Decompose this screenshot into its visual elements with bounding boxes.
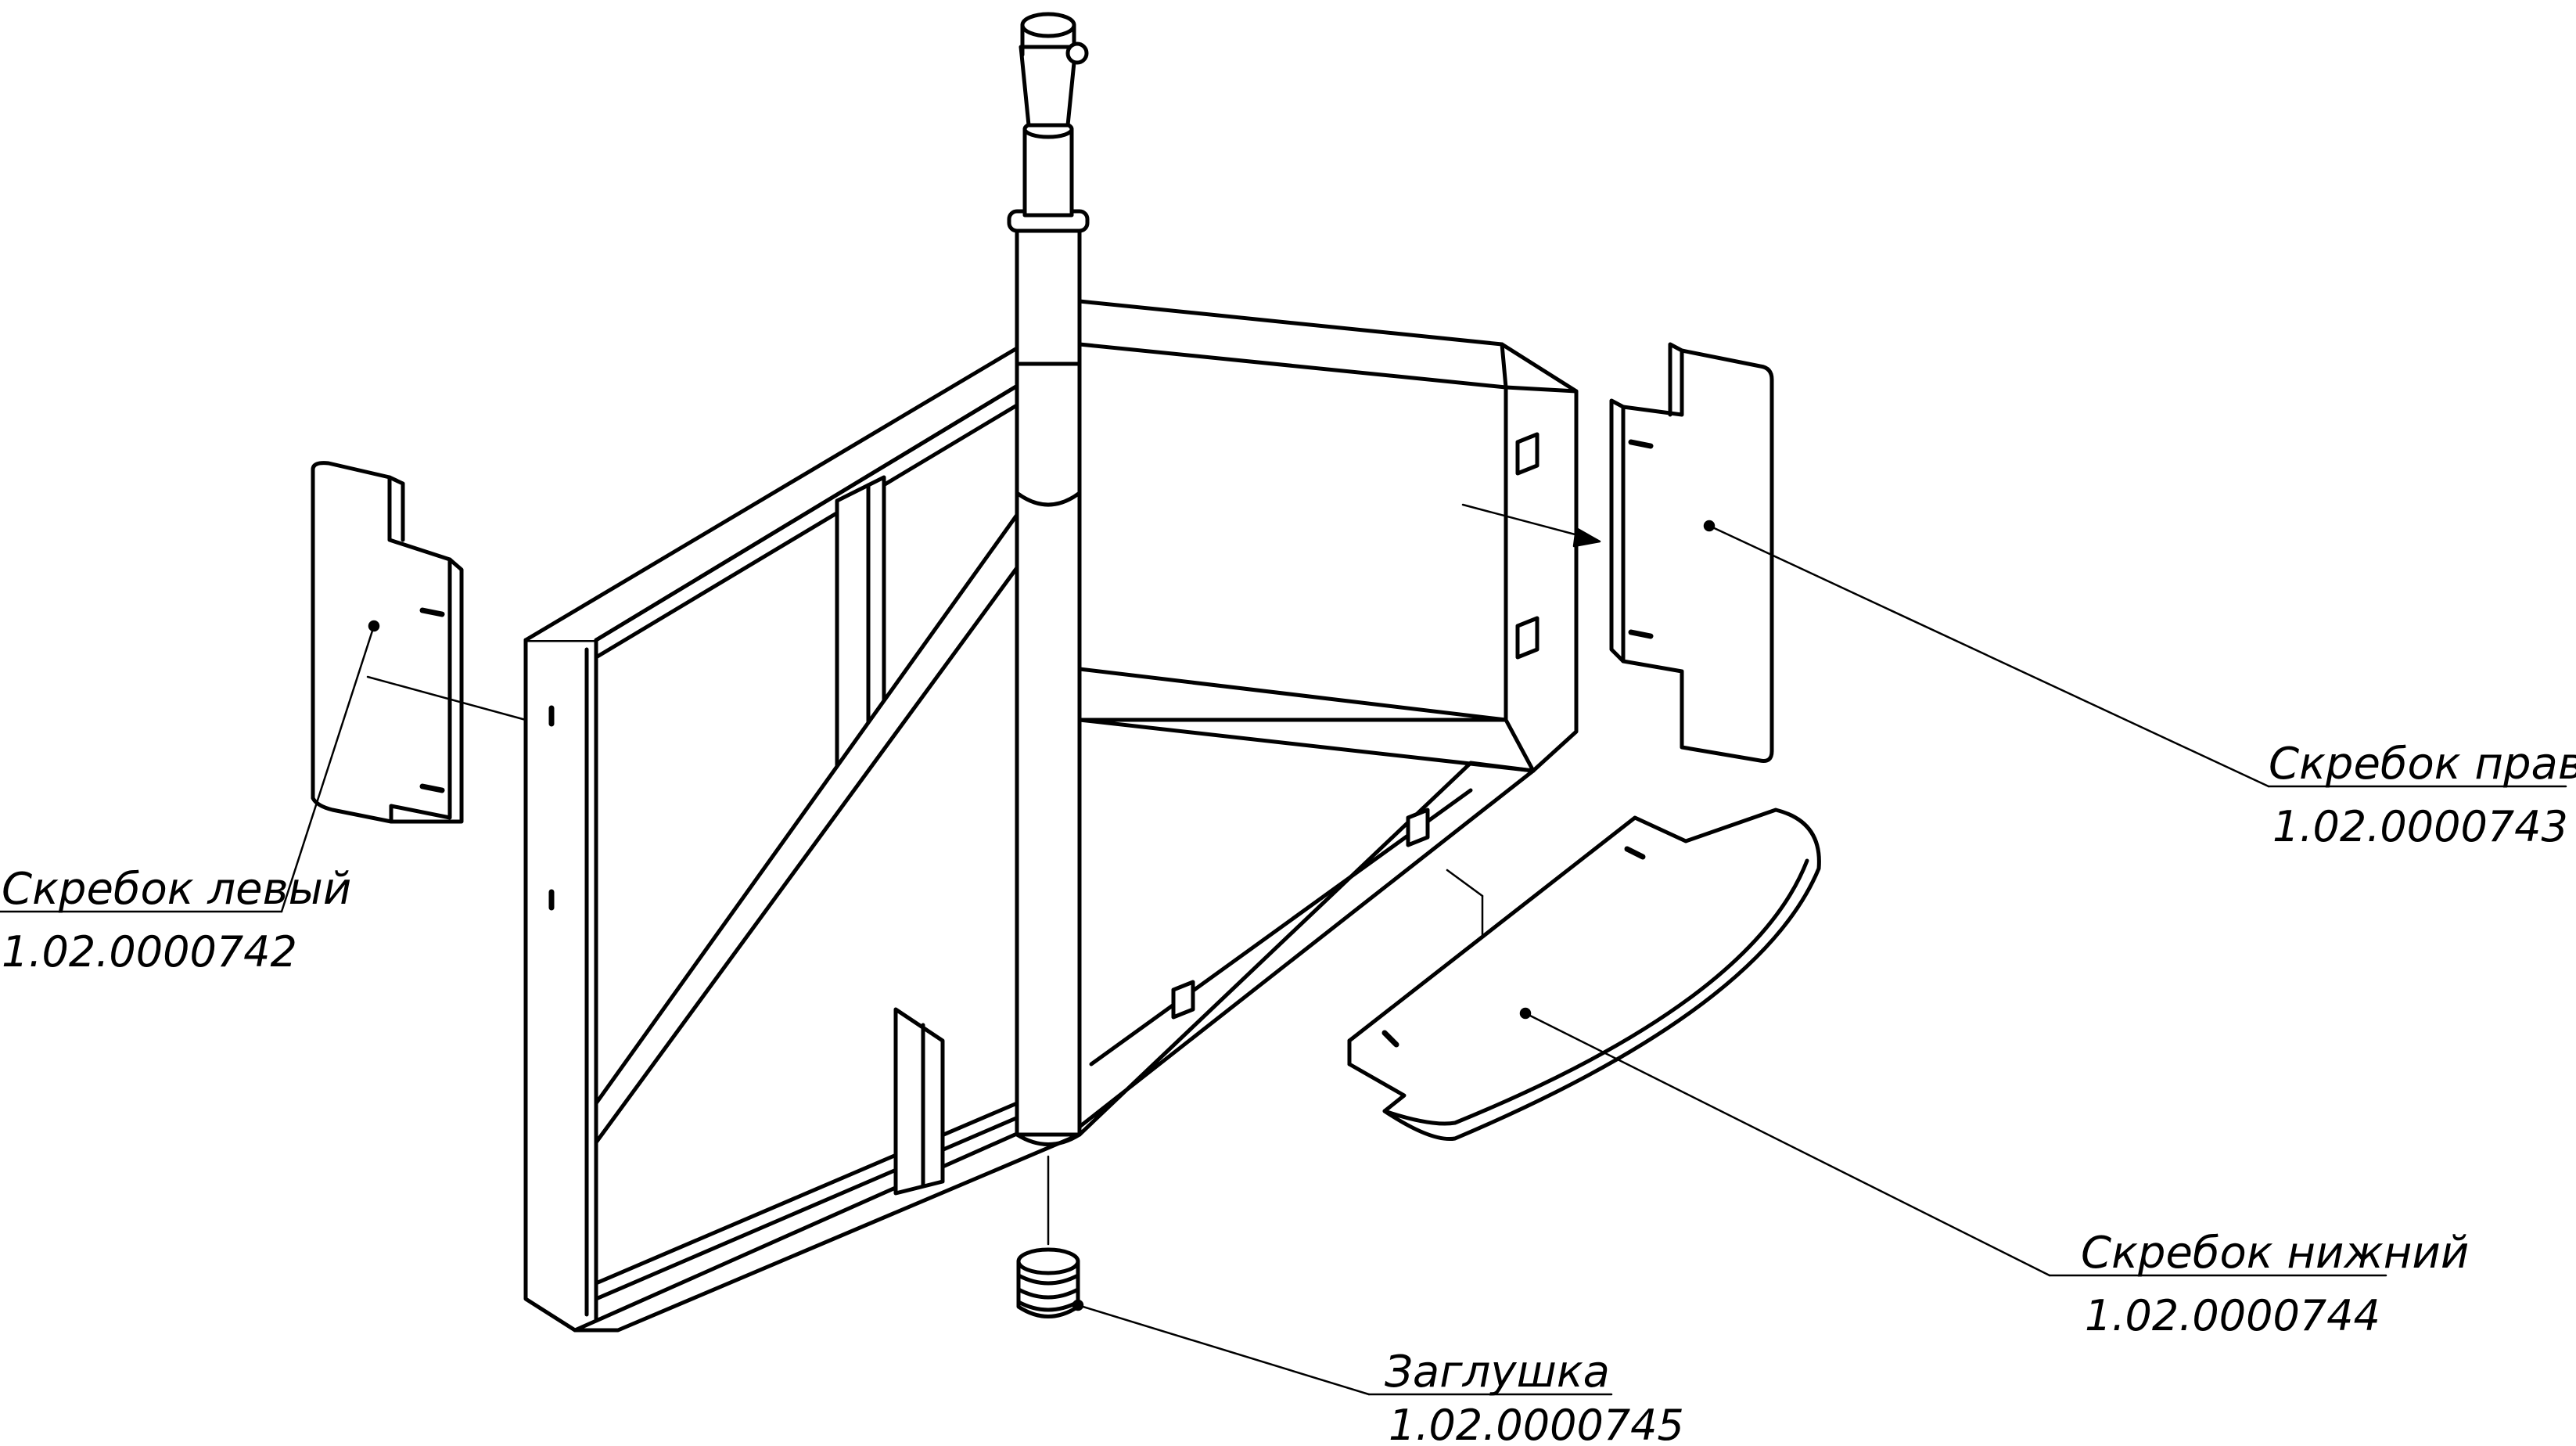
frame-bottom-bar <box>573 1124 1082 1333</box>
lower-wing-tab <box>1406 808 1430 847</box>
lower-wing <box>1077 761 1536 1137</box>
callout-left-label: Скребок левый <box>2 864 351 915</box>
shaft-neck <box>1022 127 1074 218</box>
frame-lower-stiffener <box>893 1007 945 1196</box>
wing-top-edge <box>1077 299 1579 773</box>
lower-wing-tab <box>1171 980 1195 1020</box>
callout-right: Скребок правый 1.02.0000743 <box>2269 739 2576 851</box>
callout-bottom-code: 1.02.0000744 <box>2085 1291 2380 1340</box>
scraper-right-plate <box>1621 348 1774 763</box>
scraper-left-plate <box>311 461 452 824</box>
shaft-upper <box>1015 228 1082 366</box>
callout-plug: Заглушка 1.02.0000745 <box>1385 1347 1684 1446</box>
main-frame <box>523 346 1082 1333</box>
scraper-bottom-part <box>1347 808 1821 1142</box>
scraper-bottom-plate <box>1347 808 1821 1142</box>
callout-left-code: 1.02.0000742 <box>2 927 297 977</box>
callout-bottom: Скребок нижний 1.02.0000744 <box>2081 1228 2469 1340</box>
plug-part <box>1016 1247 1080 1318</box>
callout-right-label: Скребок правый <box>2269 739 2576 790</box>
callout-bottom-label: Скребок нижний <box>2081 1228 2469 1279</box>
callout-left: Скребок левый 1.02.0000742 <box>2 864 351 977</box>
vertical-shaft <box>1007 12 1090 1146</box>
right-wing <box>1077 299 1579 773</box>
callout-plug-code: 1.02.0000745 <box>1389 1401 1684 1446</box>
callout-plug-label: Заглушка <box>1385 1347 1610 1397</box>
scraper-right-part <box>1609 342 1774 763</box>
callout-right-code: 1.02.0000743 <box>2272 802 2568 851</box>
leader-lines <box>0 503 2567 1396</box>
scraper-left-part <box>311 461 464 824</box>
wing-tab <box>1515 432 1539 476</box>
shaft-top-fitting <box>1019 45 1078 128</box>
wing-tab <box>1515 616 1539 660</box>
shaft-lower <box>1015 358 1082 1137</box>
